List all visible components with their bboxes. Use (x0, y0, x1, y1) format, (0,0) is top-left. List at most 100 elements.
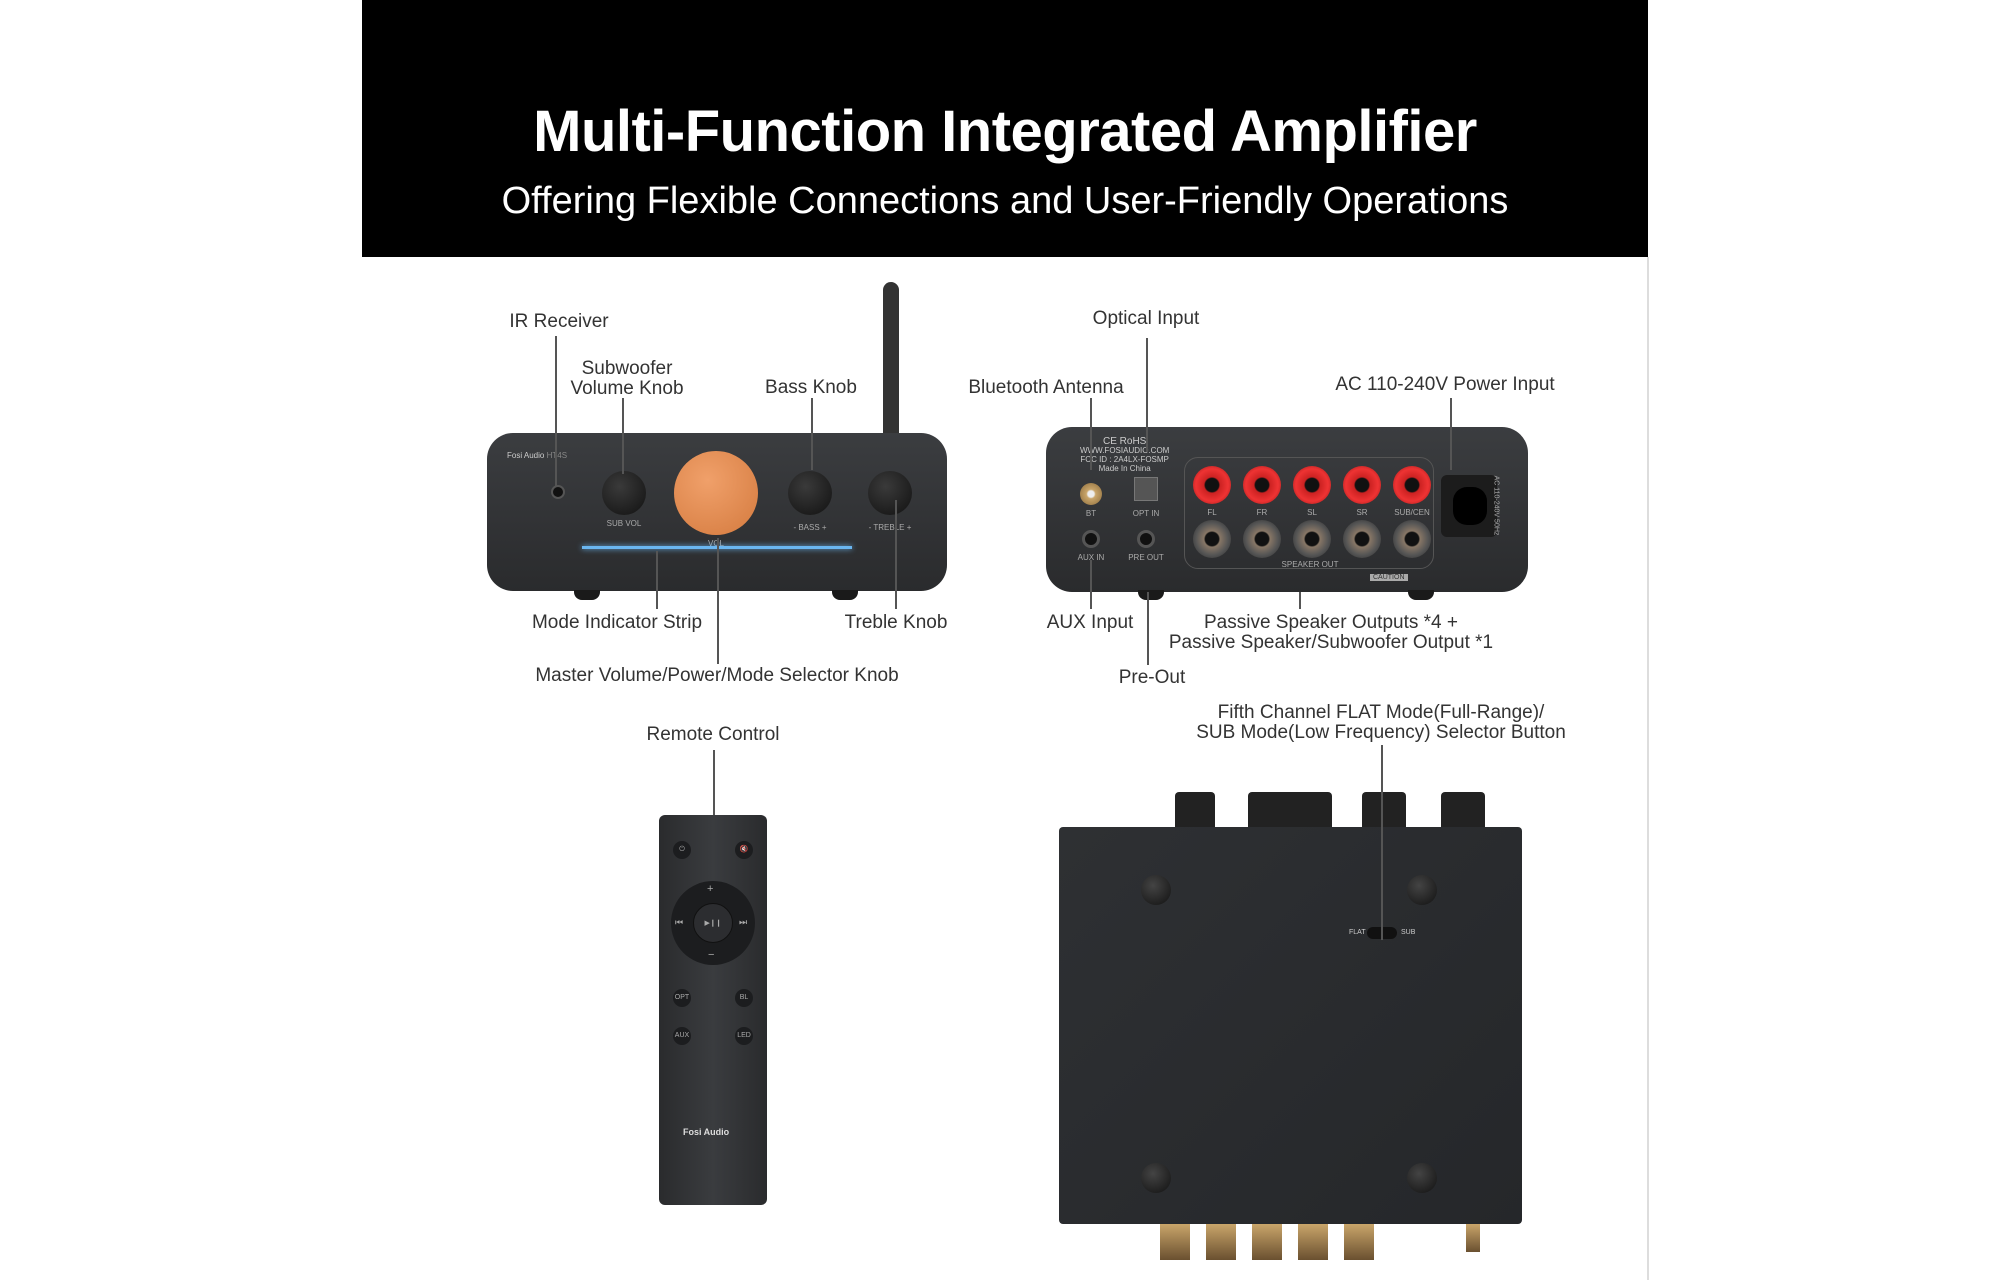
ir-receiver-icon (551, 485, 565, 499)
master-volume-knob[interactable] (674, 451, 758, 535)
port-label: SR (1356, 508, 1368, 517)
bt-antenna-connector (1080, 483, 1102, 505)
antenna-connector (1466, 1224, 1480, 1252)
port-label: FR (1256, 508, 1268, 517)
callout-line (1090, 560, 1092, 609)
label-fifth-channel: Fifth Channel FLAT Mode(Full-Range)/SUB … (1196, 702, 1566, 743)
previous-button[interactable]: ⏮ (675, 917, 684, 927)
connector (1160, 1224, 1190, 1260)
front-label: - TREBLE + (868, 523, 912, 532)
port-label: SUB/CEN (1394, 508, 1430, 517)
port-label: PRE OUT (1128, 553, 1164, 562)
caution-label: CAUTION (1370, 574, 1408, 581)
treble-knob[interactable] (868, 471, 912, 515)
speaker-post-black (1393, 520, 1431, 558)
speaker-post-red (1393, 466, 1431, 504)
rubber-foot (1141, 875, 1171, 905)
knob-top (1248, 792, 1332, 830)
volume-up-button[interactable]: + (707, 883, 714, 895)
label-speaker-outputs: Passive Speaker Outputs *4 +Passive Spea… (1168, 612, 1494, 653)
callout-line (1450, 398, 1452, 470)
play-pause-button[interactable]: ▶❙❙ (693, 903, 733, 943)
bottom-connectors (1160, 1224, 1480, 1264)
label-ac-input: AC 110-240V Power Input (1335, 374, 1555, 395)
foot (832, 590, 858, 600)
rubber-foot (1141, 1163, 1171, 1193)
speaker-post-red (1343, 466, 1381, 504)
optical-input-port (1134, 477, 1158, 501)
label-mode-strip: Mode Indicator Strip (531, 612, 703, 633)
rubber-foot (1407, 1163, 1437, 1193)
pre-out-port (1137, 530, 1155, 548)
knob-top (1441, 792, 1485, 830)
led-button[interactable]: LED (735, 1027, 753, 1045)
callout-line (1381, 745, 1383, 940)
label-bt-antenna: Bluetooth Antenna (968, 377, 1124, 398)
port-label: AUX IN (1077, 553, 1105, 562)
opt-button[interactable]: OPT (673, 989, 691, 1007)
speaker-post-red (1293, 466, 1331, 504)
callout-line (895, 500, 897, 609)
subwoofer-knob[interactable] (602, 471, 646, 515)
page-subtitle: Offering Flexible Connections and User-F… (501, 180, 1509, 222)
label-ir-receiver: IR Receiver (509, 311, 609, 332)
divider (1647, 257, 1649, 1280)
foot (1138, 590, 1164, 600)
label-remote-control: Remote Control (646, 724, 780, 745)
sub-label: SUB (1401, 929, 1416, 936)
callout-line (1147, 592, 1149, 665)
speaker-post-red (1243, 466, 1281, 504)
callout-line (555, 336, 557, 487)
port-label: BT (1085, 509, 1097, 518)
speaker-post-black (1193, 520, 1231, 558)
connector (1252, 1224, 1282, 1260)
remote-brand-logo: Fosi Audio (683, 1127, 730, 1137)
next-button[interactable]: ⏭ (739, 917, 748, 927)
brand-logo: Fosi Audio HT4S (507, 451, 568, 460)
front-label: SUB VOL (606, 519, 642, 528)
connector (1344, 1224, 1374, 1260)
callout-line (1299, 592, 1301, 609)
bass-knob[interactable] (788, 471, 832, 515)
speaker-post-red (1193, 466, 1231, 504)
volume-down-button[interactable]: − (708, 949, 715, 961)
header-banner: Multi-Function Integrated Amplifier Offe… (362, 0, 1648, 257)
front-label: VOL (707, 539, 725, 548)
mute-icon[interactable]: 🔇 (735, 841, 753, 859)
speaker-post-black (1343, 520, 1381, 558)
callout-line (622, 398, 624, 474)
callout-line (1090, 398, 1092, 470)
page-title: Multi-Function Integrated Amplifier (533, 99, 1477, 164)
remote-control: ⏻ 🔇 + − ⏮ ⏭ ▶❙❙ OPT BL AUX LED Fosi Audi… (659, 815, 767, 1205)
aux-input-port (1082, 530, 1100, 548)
label-optical-input: Optical Input (1092, 308, 1200, 329)
knob-top (1175, 792, 1215, 830)
connector (1298, 1224, 1328, 1260)
aux-button[interactable]: AUX (673, 1027, 691, 1045)
speaker-post-black (1243, 520, 1281, 558)
callout-line (713, 750, 715, 815)
label-treble-knob: Treble Knob (844, 612, 948, 633)
flat-label: FLAT (1349, 929, 1366, 936)
foot (1408, 590, 1434, 600)
callout-line (1146, 338, 1148, 452)
callout-line (717, 538, 719, 664)
port-label: OPT IN (1132, 509, 1160, 518)
port-label: SL (1307, 508, 1317, 517)
connector (1206, 1224, 1236, 1260)
remote-dpad: + − ⏮ ⏭ ▶❙❙ (671, 881, 755, 965)
speaker-post-black (1293, 520, 1331, 558)
label-pre-out: Pre-Out (1118, 667, 1186, 688)
bl-button[interactable]: BL (735, 989, 753, 1007)
speaker-terminal-panel: FL FR SL SR SUB/CEN SPEAKER OUT (1184, 457, 1434, 569)
label-bass-knob: Bass Knob (765, 377, 857, 398)
front-label: - BASS + (793, 523, 827, 532)
ac-power-socket (1441, 475, 1497, 537)
rubber-foot (1407, 875, 1437, 905)
antenna (883, 282, 899, 442)
power-icon[interactable]: ⏻ (673, 841, 691, 859)
callout-line (811, 398, 813, 470)
